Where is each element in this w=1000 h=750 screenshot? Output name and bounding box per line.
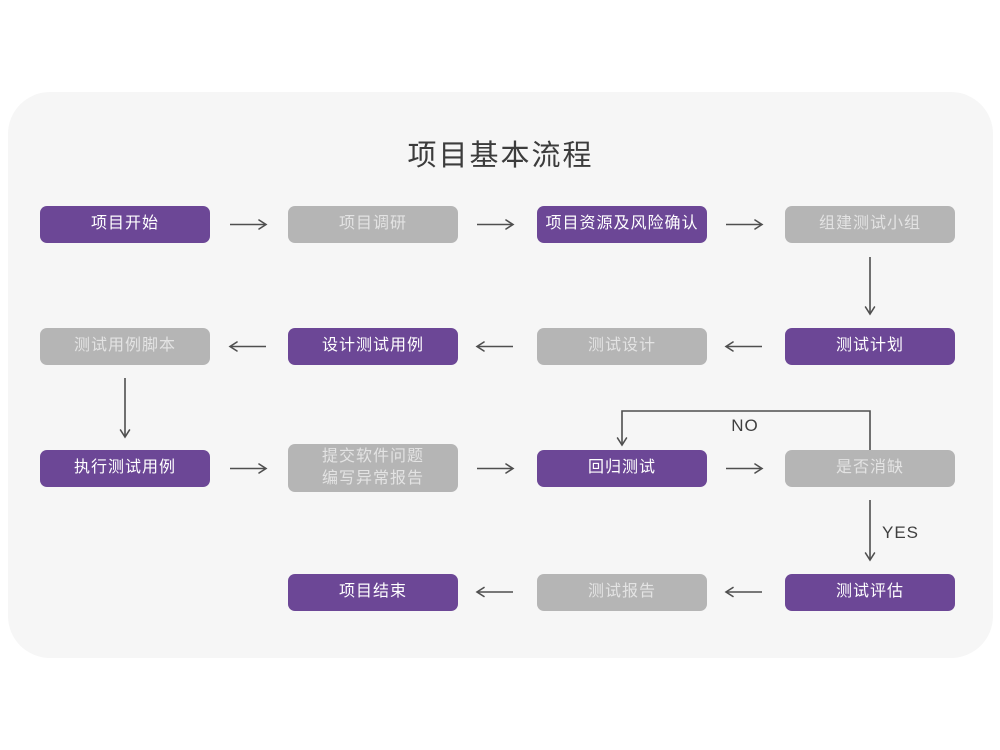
flow-node-test-plan: 测试计划 <box>785 328 955 365</box>
page-title: 项目基本流程 <box>407 140 594 172</box>
flow-node-execute-test-case: 执行测试用例 <box>40 450 210 487</box>
flow-node-regression-test: 回归测试 <box>537 450 707 487</box>
flow-node-test-evaluate: 测试评估 <box>785 574 955 611</box>
flow-node-defect-cleared: 是否消缺 <box>785 450 955 487</box>
flow-node-test-report: 测试报告 <box>537 574 707 611</box>
flow-node-submit-issue-report: 提交软件问题 编写异常报告 <box>288 444 458 492</box>
flow-node-build-test-team: 组建测试小组 <box>785 206 955 243</box>
flow-node-project-research: 项目调研 <box>288 206 458 243</box>
flow-node-project-start: 项目开始 <box>40 206 210 243</box>
flow-node-project-end: 项目结束 <box>288 574 458 611</box>
flow-node-resource-risk-confirm: 项目资源及风险确认 <box>537 206 707 243</box>
flow-node-test-design: 测试设计 <box>537 328 707 365</box>
flow-node-test-case-script: 测试用例脚本 <box>40 328 210 365</box>
edge-label-no: NO <box>731 416 759 435</box>
flowchart-panel <box>8 92 993 658</box>
edge-label-yes: YES <box>882 523 920 542</box>
flow-node-design-test-case: 设计测试用例 <box>288 328 458 365</box>
